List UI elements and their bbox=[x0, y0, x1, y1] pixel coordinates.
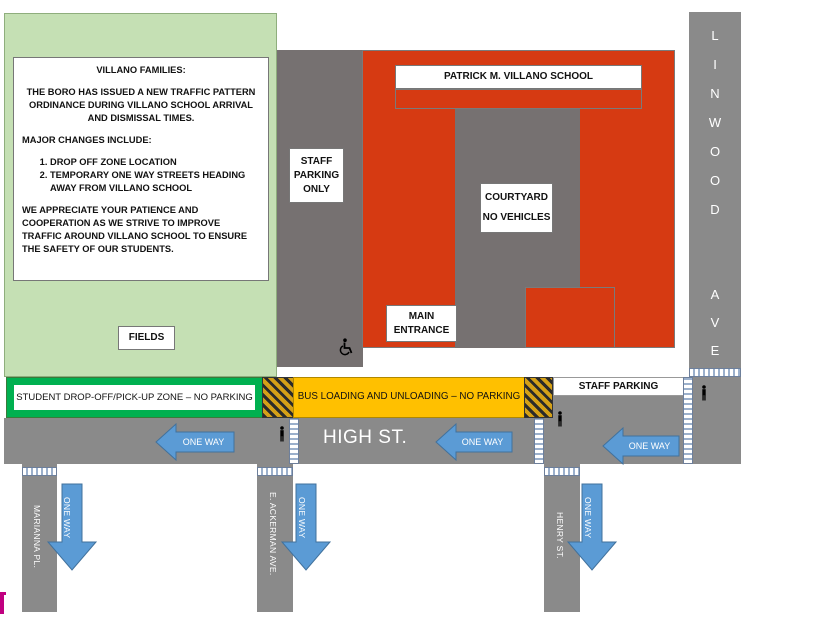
main-entrance-label: MAIN ENTRANCE bbox=[386, 305, 457, 342]
street-letter: D bbox=[710, 202, 720, 217]
staff-parking-lot bbox=[277, 50, 363, 367]
linwood-ave-label: L I N W O O D A V E bbox=[689, 28, 741, 371]
bus-zone bbox=[293, 377, 525, 418]
street-letter: O bbox=[709, 144, 721, 159]
one-way-arrow-label: ONE WAY bbox=[461, 437, 504, 447]
notice-change-item: TEMPORARY ONE WAY STREETS HEADING AWAY F… bbox=[50, 169, 260, 195]
courtyard-label-line: NO VEHICLES bbox=[482, 212, 551, 223]
henry-st-label: HENRY ST. bbox=[555, 512, 565, 559]
crosswalk bbox=[289, 418, 299, 464]
pedestrian-icon bbox=[558, 411, 562, 427]
bus-zone-label: BUS LOADING AND UNLOADING – NO PARKING bbox=[297, 391, 521, 402]
one-way-arrow-icon bbox=[602, 426, 680, 466]
drop-off-zone-label: STUDENT DROP-OFF/PICK-UP ZONE – NO PARKI… bbox=[14, 385, 255, 410]
curb-strip bbox=[553, 395, 689, 419]
street-letter: E bbox=[710, 343, 720, 358]
staff-parking-label: STAFF PARKING bbox=[553, 377, 684, 396]
staff-parking-only-line: PARKING bbox=[293, 169, 340, 181]
hatched-no-parking-area bbox=[262, 377, 294, 418]
one-way-arrow-icon bbox=[280, 483, 332, 571]
henry-st bbox=[544, 464, 580, 612]
notice-change-item: DROP OFF ZONE LOCATION bbox=[50, 156, 260, 169]
notice-intro: THE BORO HAS ISSUED A NEW TRAFFIC PATTER… bbox=[26, 87, 256, 123]
fields-label: FIELDS bbox=[118, 326, 175, 350]
street-letter: N bbox=[710, 86, 720, 101]
notice-closing: WE APPRECIATE YOUR PATIENCE AND COOPERAT… bbox=[22, 205, 248, 254]
linwood-ave bbox=[689, 12, 741, 464]
one-way-arrow-icon bbox=[46, 483, 98, 571]
notice-box: VILLANO FAMILIES: THE BORO HAS ISSUED A … bbox=[13, 57, 269, 281]
crosswalk bbox=[689, 368, 741, 377]
crosswalk bbox=[683, 377, 693, 464]
pedestrian-icon bbox=[702, 385, 706, 401]
crosswalk bbox=[22, 467, 57, 476]
accessible-icon bbox=[339, 338, 353, 356]
one-way-arrow-label: ONE WAY bbox=[583, 497, 593, 539]
school-name-label: PATRICK M. VILLANO SCHOOL bbox=[395, 65, 642, 89]
school-building-wing-outline bbox=[395, 89, 642, 109]
street-letter: W bbox=[708, 115, 722, 130]
crosswalk bbox=[534, 418, 544, 464]
one-way-arrow-label: ONE WAY bbox=[182, 437, 225, 447]
street-letter: V bbox=[710, 315, 720, 330]
e-ackerman-ave-label: E. ACKERMAN AVE. bbox=[268, 492, 278, 576]
main-entrance-line: ENTRANCE bbox=[393, 324, 450, 336]
staff-parking-only-line: STAFF bbox=[300, 155, 333, 167]
courtyard-label-line: COURTYARD bbox=[485, 192, 548, 203]
street-letter: L bbox=[711, 28, 719, 43]
hatched-no-parking-area bbox=[524, 377, 553, 418]
one-way-arrow-icon bbox=[435, 422, 513, 462]
one-way-arrow-icon bbox=[566, 483, 618, 571]
staff-parking-only-line: ONLY bbox=[303, 183, 330, 195]
crosswalk bbox=[544, 467, 580, 476]
one-way-arrow-icon bbox=[155, 422, 235, 462]
one-way-arrow-label: ONE WAY bbox=[628, 441, 671, 451]
courtyard-label: COURTYARD NO VEHICLES bbox=[480, 183, 553, 233]
one-way-arrow-label: ONE WAY bbox=[62, 497, 72, 539]
notice-changes-list: DROP OFF ZONE LOCATION TEMPORARY ONE WAY… bbox=[22, 156, 260, 195]
staff-parking-only-label: STAFF PARKING ONLY bbox=[289, 148, 344, 203]
street-letter: O bbox=[709, 173, 721, 188]
pedestrian-icon bbox=[280, 426, 284, 442]
street-letter: A bbox=[710, 287, 720, 302]
street-letter: I bbox=[713, 57, 717, 72]
edge-marker bbox=[0, 592, 4, 614]
notice-changes-heading: MAJOR CHANGES INCLUDE: bbox=[22, 135, 152, 145]
edge-marker bbox=[0, 592, 6, 595]
high-st-label: HIGH ST. bbox=[323, 427, 408, 448]
one-way-arrow-label: ONE WAY bbox=[297, 497, 307, 539]
notice-title: VILLANO FAMILIES: bbox=[96, 65, 186, 75]
marianna-pl-label: MARIANNA PL. bbox=[32, 505, 42, 569]
crosswalk bbox=[257, 467, 293, 476]
school-building-annex bbox=[525, 287, 615, 348]
e-ackerman-ave bbox=[257, 464, 293, 612]
marianna-pl bbox=[22, 464, 57, 612]
main-entrance-line: MAIN bbox=[408, 310, 435, 322]
